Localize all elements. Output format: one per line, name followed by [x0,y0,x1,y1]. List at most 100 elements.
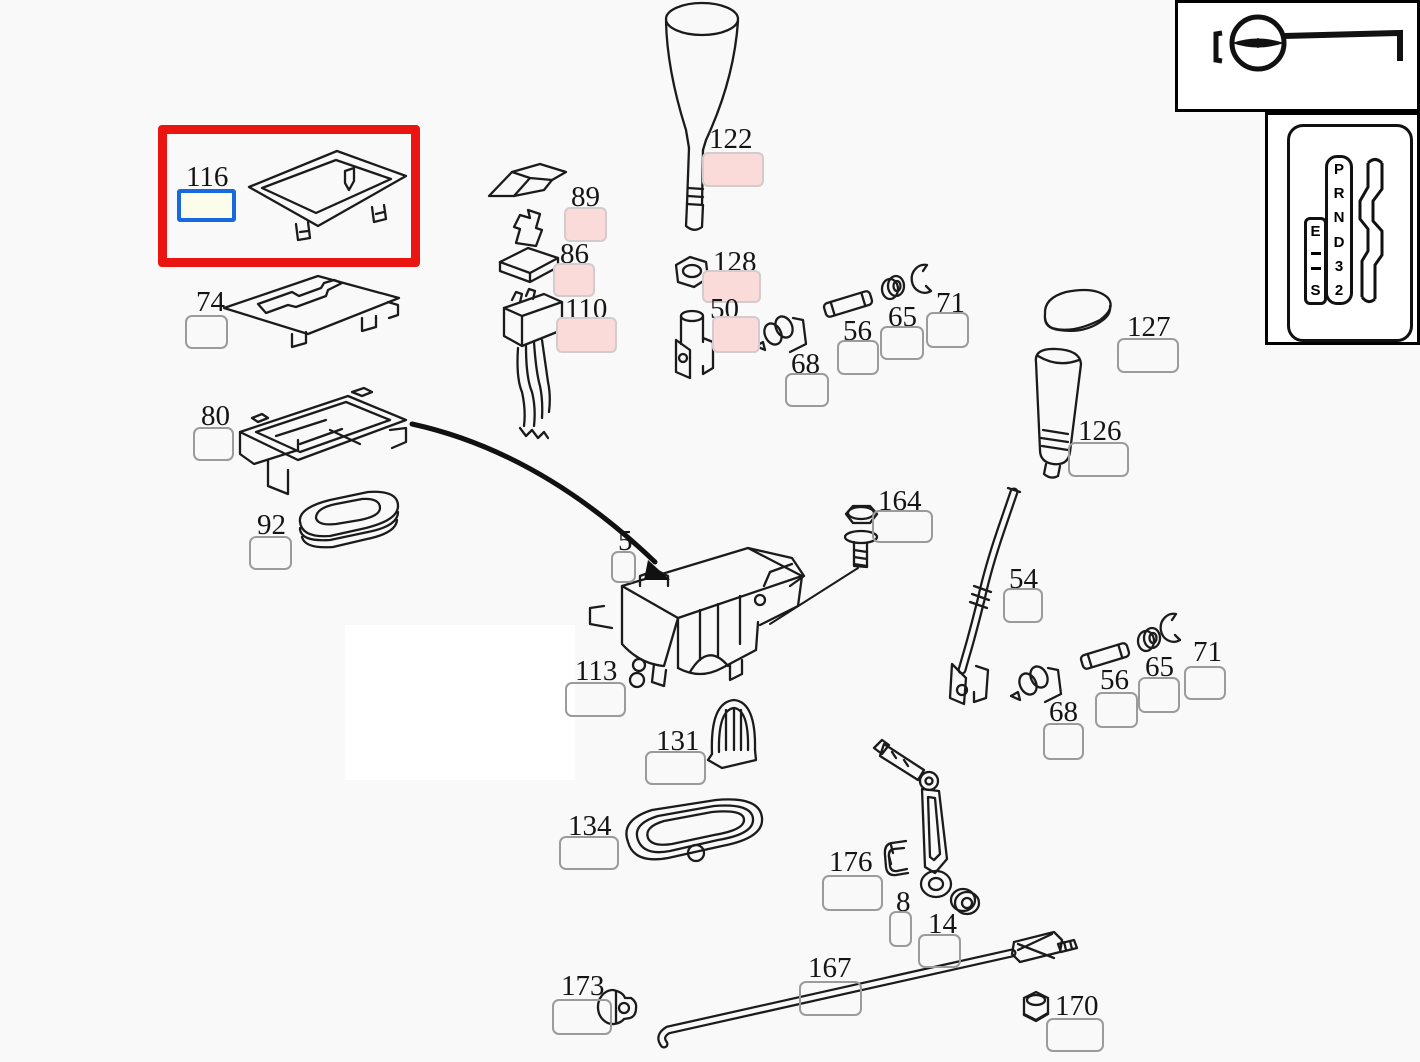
part-number-122: 122 [709,123,753,155]
part-number-176: 176 [829,846,873,878]
shift-gate-inner-frame [1287,124,1413,342]
sleeve-pin-56-lower-drawing [1079,642,1131,670]
part-number-80: 80 [201,400,230,432]
part-hotspot-127[interactable] [1117,338,1179,373]
bell-crank-lever-drawing [872,738,953,899]
gate-letter-N: N [1333,209,1345,227]
part-number-68b: 68 [1049,696,1078,728]
part-number-167: 167 [808,952,852,984]
part-number-131: 131 [656,725,700,757]
gate-letter-3: 3 [1334,257,1344,275]
part-hotspot-68b[interactable] [1043,723,1084,760]
boot-cover-131-drawing [706,698,758,770]
selector-rod-54-drawing [948,486,1022,706]
part-number-127: 127 [1127,311,1171,343]
part-hotspot-86[interactable] [553,263,595,297]
part-hotspot-122[interactable] [702,152,764,187]
gate-letter-P: P [1333,161,1344,178]
rod-knob-173-drawing [596,988,638,1026]
part-number-65b: 65 [1145,651,1174,683]
bushing-65-lower-drawing [1136,626,1162,653]
part-hotspot-14[interactable] [918,934,961,968]
shift-rod-167-drawing [657,930,1079,1049]
part-hotspot-113[interactable] [565,682,626,717]
part-hotspot-56[interactable] [837,340,879,375]
gate-letter-R: R [1333,185,1345,203]
shift-gate-path-icon [1358,158,1384,304]
part-hotspot-71[interactable] [926,312,969,348]
shift-indicator-frame-116-drawing [247,149,408,242]
part-number-92: 92 [257,509,286,541]
part-hotspot-68[interactable] [785,373,829,407]
pin-113-drawing [628,657,647,689]
shift-knob-122-drawing [664,1,740,231]
part-hotspot-134[interactable] [559,836,619,870]
part-number-126: 126 [1078,415,1122,447]
seal-ring-134-drawing [625,798,764,863]
part-hotspot-173[interactable] [552,999,612,1035]
part-hotspot-56b[interactable] [1095,692,1138,728]
part-hotspot-92[interactable] [249,536,292,570]
part-hotspot-80[interactable] [193,427,234,461]
bushing-65-upper-drawing [880,274,906,301]
part-hotspot-167[interactable] [799,981,862,1016]
gate-letter-S: S [1310,281,1321,299]
part-number-71b: 71 [1193,636,1222,668]
part-number-89: 89 [571,181,600,213]
grommet-14-drawing [949,887,981,916]
ignition-key-icon [1213,14,1403,72]
pivot-pin-68-lower-drawing [1009,665,1063,704]
part-hotspot-65b[interactable] [1138,677,1180,713]
part-number-134: 134 [568,810,612,842]
part-hotspot-50[interactable] [712,316,760,353]
knob-cap-127-drawing [1043,288,1112,333]
gate-dash [1310,251,1321,255]
clevis-50-drawing [674,309,715,380]
part-hotspot-8[interactable] [889,911,912,947]
snap-ring-71-upper-drawing [910,263,933,294]
part-hotspot-170[interactable] [1046,1018,1104,1052]
sleeve-pin-56-upper-drawing [822,290,874,318]
gate-cover-74-drawing [222,274,401,349]
part-hotspot-126[interactable] [1068,442,1129,477]
gate-dash [1310,267,1321,271]
nut-170-drawing [1022,990,1050,1023]
gate-letter-D: D [1333,233,1345,251]
shifter-frame-80-drawing [238,386,408,496]
part-hotspot-5[interactable] [611,551,636,583]
part-number-113: 113 [575,655,618,687]
part-hotspot-110[interactable] [556,317,617,353]
part-hotspot-54[interactable] [1003,588,1043,623]
part-hotspot-116[interactable] [177,189,236,222]
part-number-116: 116 [186,161,229,193]
assembly-arrow [409,421,670,580]
part-hotspot-131[interactable] [645,751,706,785]
rubber-gasket-92-drawing [298,490,400,549]
part-number-5: 5 [618,525,633,557]
part-hotspot-164[interactable] [872,510,933,543]
part-hotspot-74[interactable] [185,315,228,349]
part-hotspot-176[interactable] [822,875,883,911]
detent-plate-89-drawing [487,162,568,198]
selected-part-highlight-ring [158,125,420,267]
part-number-173: 173 [561,970,605,1002]
part-hotspot-65[interactable] [880,326,924,360]
pivot-pin-68-upper-drawing [754,315,808,354]
connector-110-drawing [502,287,564,440]
clip-176-drawing [883,839,910,877]
part-hotspot-128[interactable] [702,270,761,303]
part-hotspot-71b[interactable] [1184,666,1226,700]
part-number-170: 170 [1055,990,1099,1022]
part-number-56b: 56 [1100,664,1129,696]
ignition-key-legend-box [1175,0,1420,112]
gate-letter-2: 2 [1334,281,1344,299]
part-hotspot-89[interactable] [564,207,607,242]
gate-letter-E: E [1310,223,1321,240]
snap-ring-71-lower-drawing [1159,612,1182,643]
background-patch [345,625,575,780]
